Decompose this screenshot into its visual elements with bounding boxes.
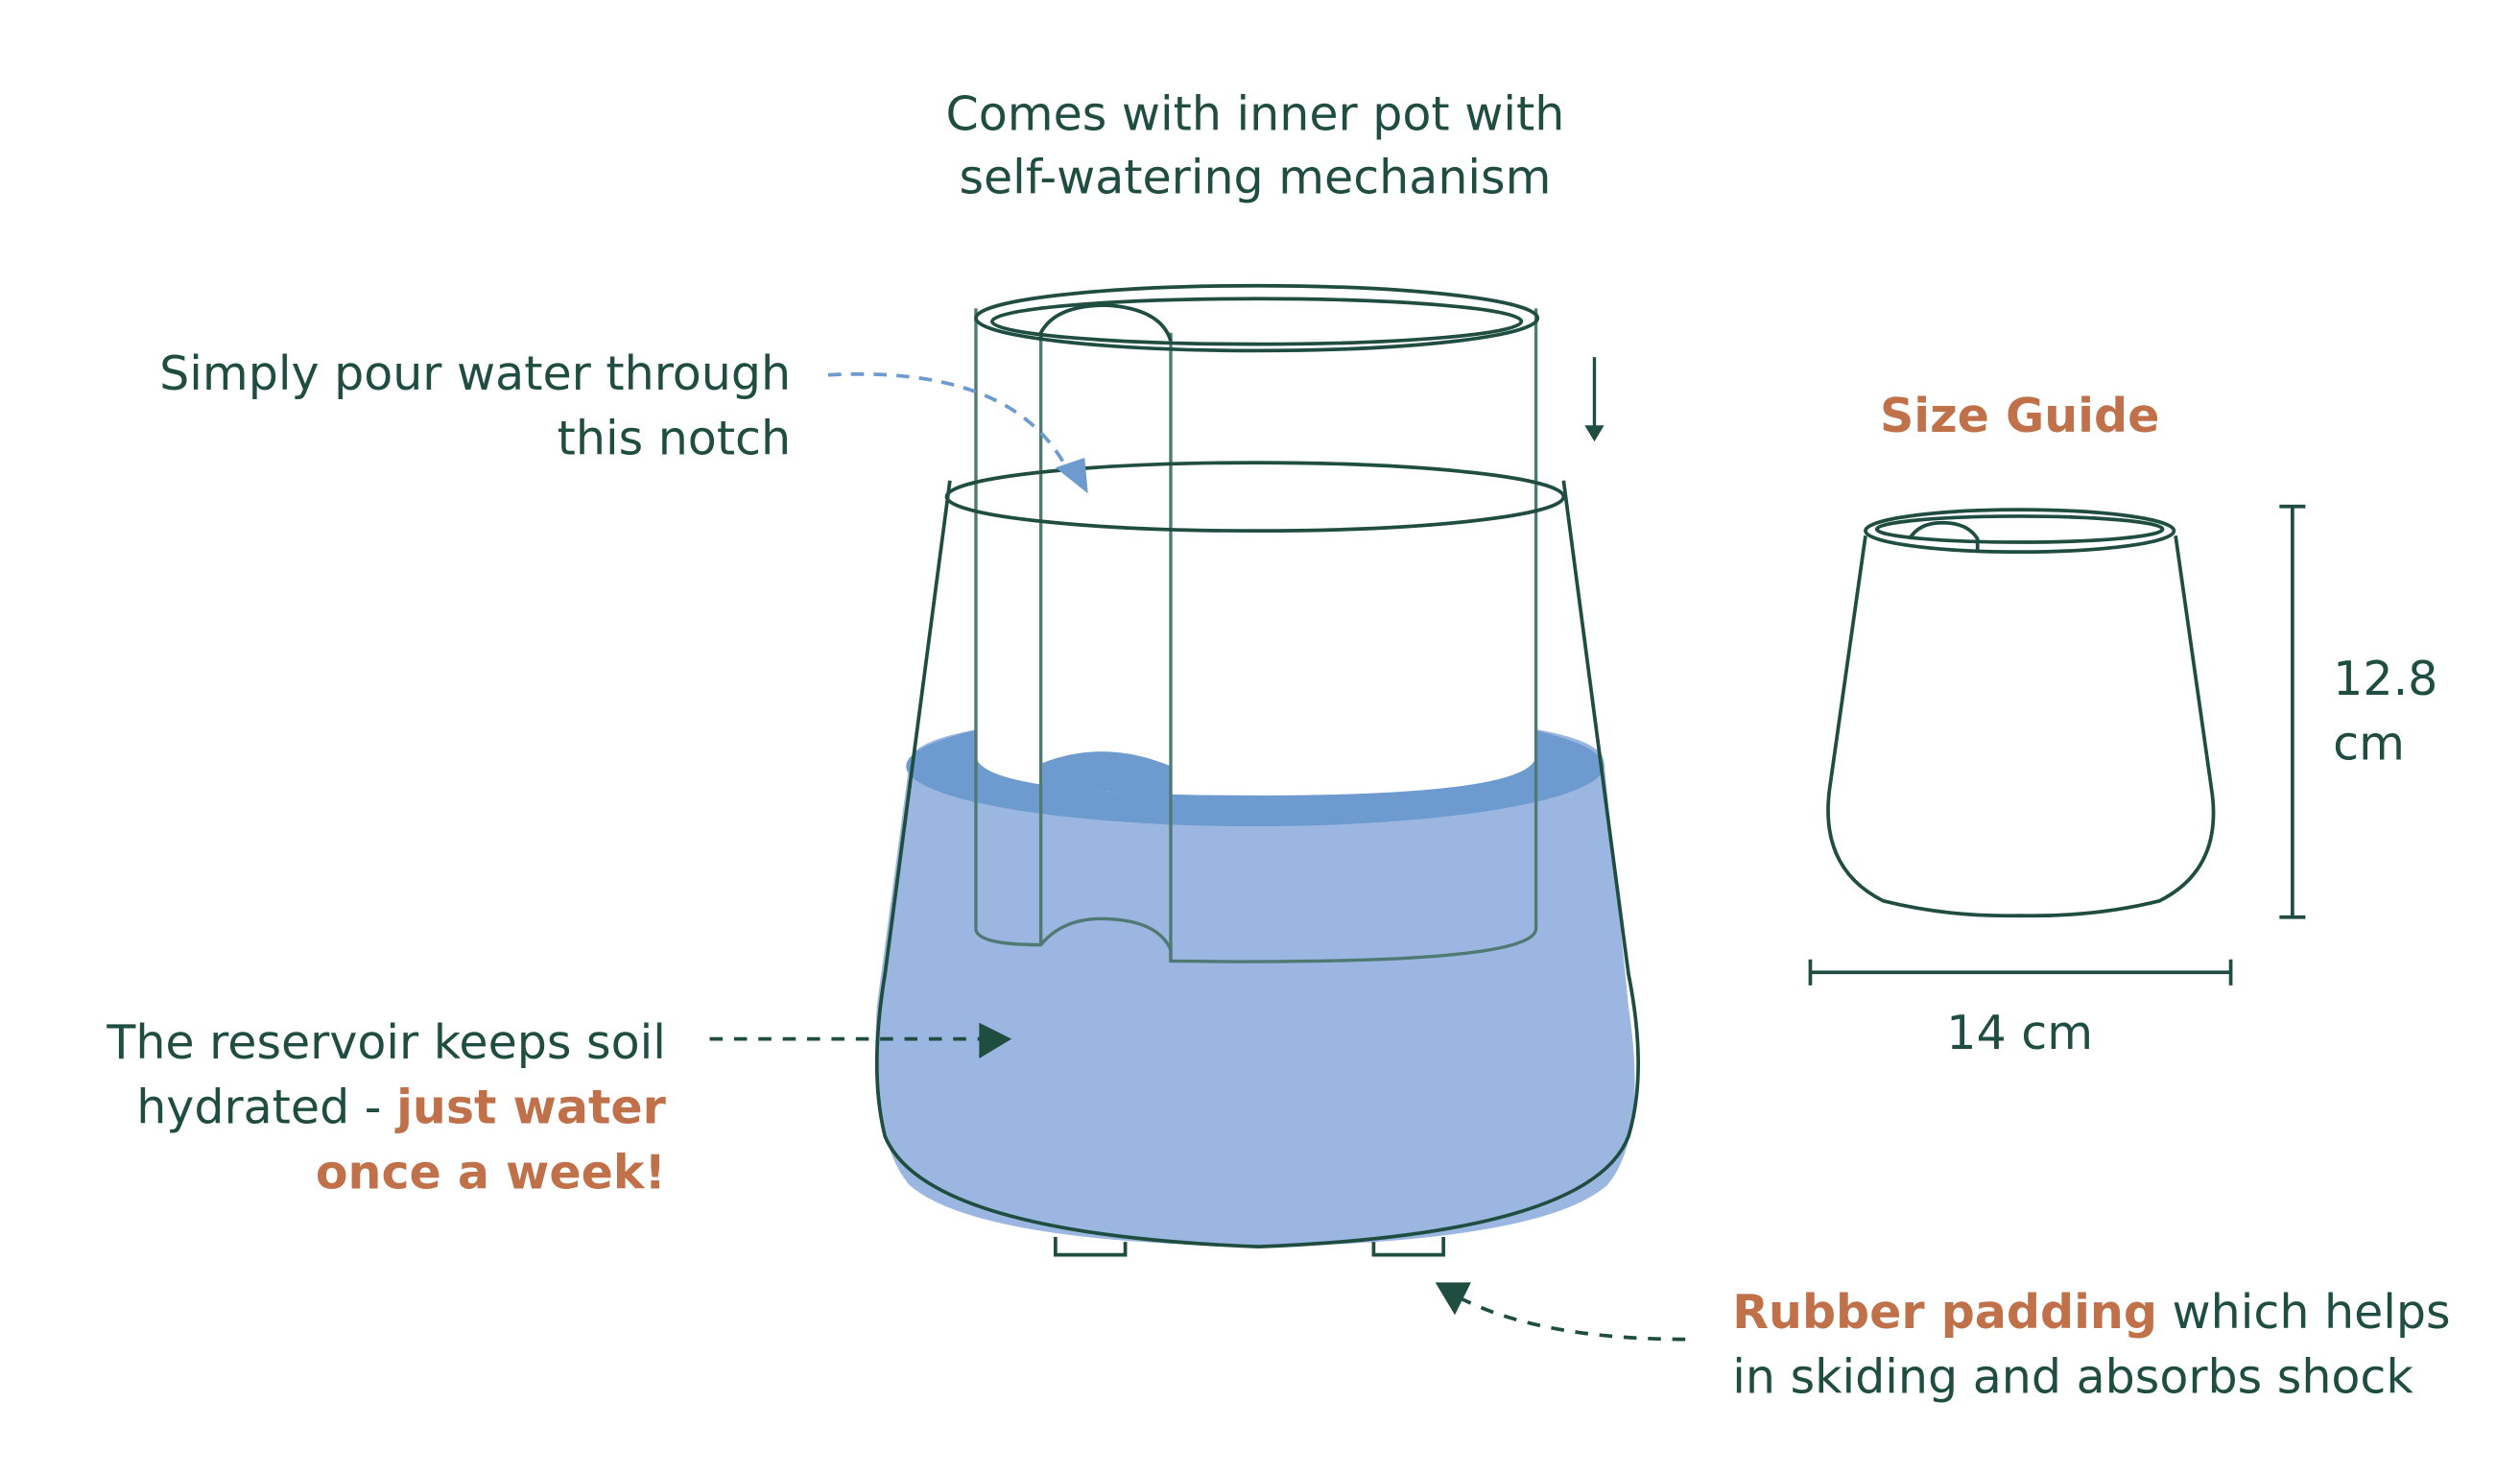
reservoir-label: The reservoir keeps soil: [106, 1014, 665, 1070]
rubber-arrow-icon: [1435, 1282, 1686, 1342]
rubber-foot-right: [1371, 1237, 1446, 1257]
rubber-label: Rubber padding which helps: [1732, 1284, 2450, 1340]
rubber-label: in skiding and absorbs shock: [1732, 1348, 2413, 1404]
notch-arrow-icon: [827, 372, 1088, 494]
size-guide-pot: [1826, 508, 2216, 918]
height-unit: cm: [2333, 716, 2405, 772]
reservoir-arrow-icon: [709, 1022, 1012, 1058]
rubber-foot-left: [1053, 1237, 1128, 1257]
notch-label: Simply pour water through: [159, 345, 791, 401]
inner-pot-rim: [974, 283, 1540, 353]
reservoir-highlight: once a week!: [316, 1144, 666, 1200]
width-dimension: [1808, 959, 2233, 986]
size-guide-title: Size Guide: [1880, 388, 2159, 443]
inner-pot-label: Comes with inner pot with: [946, 85, 1565, 141]
height-dimension: [2279, 504, 2306, 919]
reservoir-label: hydrated - just water: [136, 1080, 666, 1135]
inner-pot-label: self-watering mechanism: [959, 149, 1551, 204]
width-value: 14 cm: [1946, 1005, 2093, 1060]
height-value: 12.8: [2333, 651, 2437, 706]
outer-pot: [874, 461, 1641, 1257]
notch-label: this notch: [558, 411, 791, 466]
water-reservoir: [875, 714, 1635, 1248]
down-arrow-icon: [1584, 357, 1605, 442]
